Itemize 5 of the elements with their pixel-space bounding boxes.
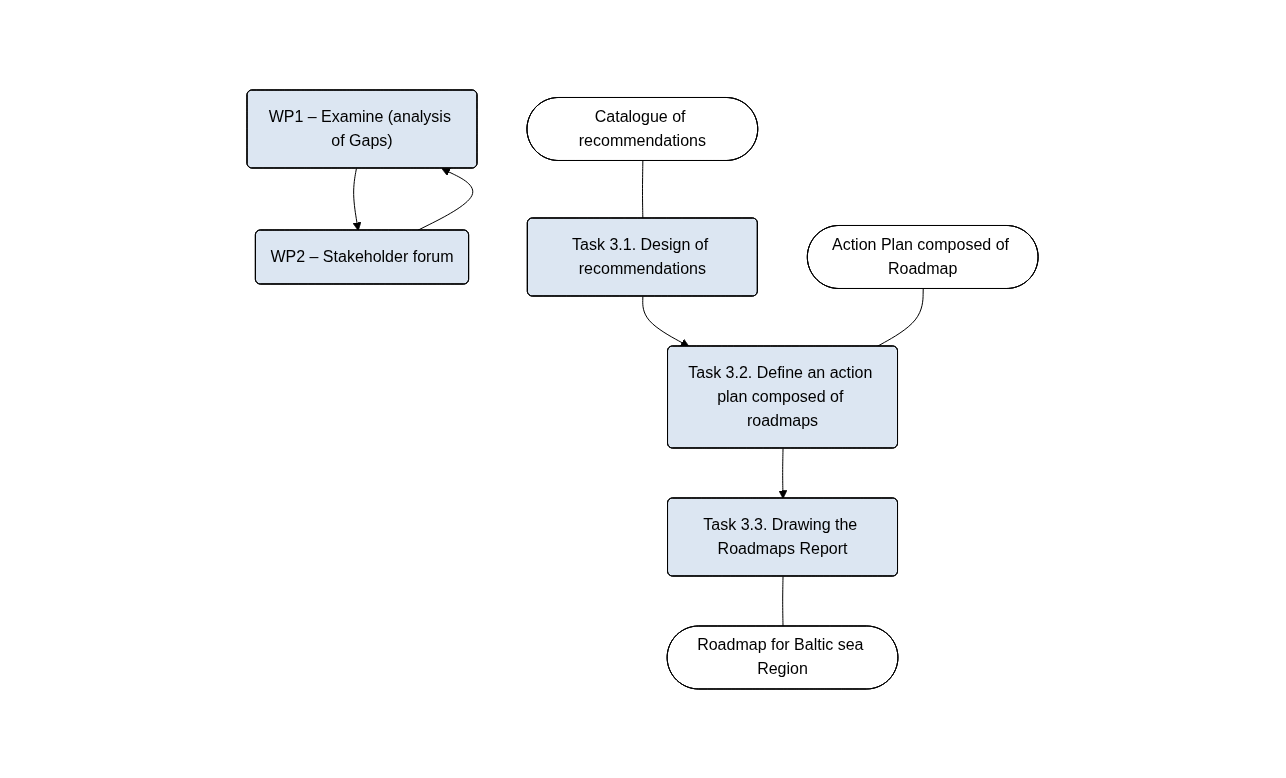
connector bbox=[782, 575, 784, 627]
connector bbox=[642, 160, 644, 219]
arrow bbox=[353, 167, 362, 231]
arrow bbox=[778, 447, 788, 499]
arrow bbox=[642, 295, 690, 347]
